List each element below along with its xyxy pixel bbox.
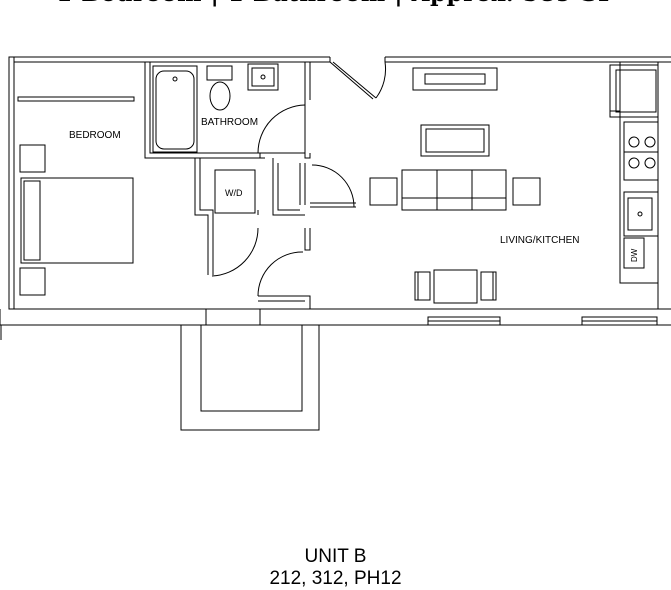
appliance-label-dishwasher: DW — [630, 248, 639, 262]
page-title: 1 Bedroom | 1 Bathroom | Approx. 589 SF — [0, 0, 671, 10]
unit-numbers: 212, 312, PH12 — [269, 568, 402, 589]
closet-walls — [194, 158, 311, 309]
toilet — [206, 65, 233, 111]
bathroom-walls — [144, 62, 311, 159]
living-furniture — [369, 67, 541, 304]
room-label-bedroom: BEDROOM — [69, 130, 121, 141]
bathroom-sink — [247, 63, 279, 91]
room-label-bathroom: BATHROOM — [201, 117, 258, 128]
room-label-washer-dryer: W/D — [225, 188, 243, 198]
washer-dryer — [214, 169, 256, 214]
bathtub — [152, 65, 198, 153]
windows — [17, 57, 658, 326]
exterior-walls — [0, 56, 671, 340]
bed — [19, 144, 134, 296]
room-label-living-kitchen: LIVING/KITCHEN — [500, 235, 579, 246]
unit-name: UNIT B — [304, 546, 367, 567]
balcony — [180, 308, 320, 431]
kitchen — [609, 62, 659, 309]
floor-plan: BEDROOM BATHROOM W/D LIVING/KITCHEN DW — [0, 56, 671, 431]
doors — [211, 61, 387, 297]
